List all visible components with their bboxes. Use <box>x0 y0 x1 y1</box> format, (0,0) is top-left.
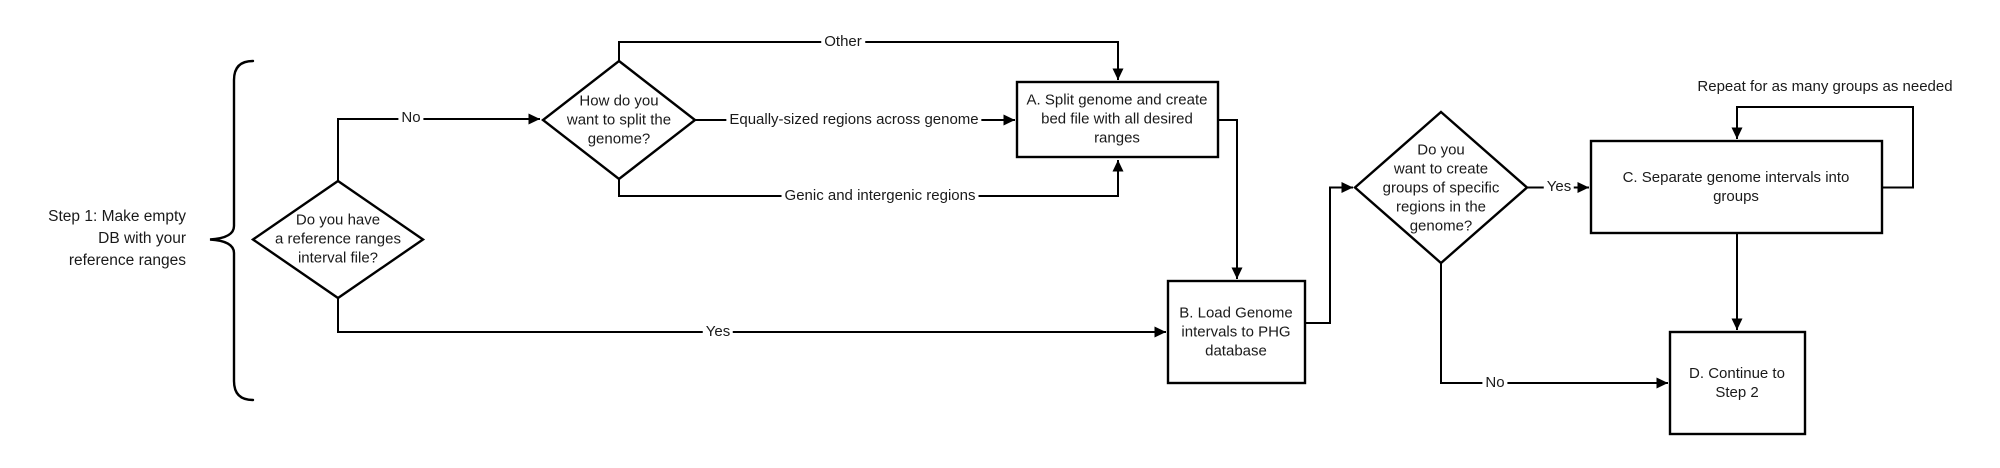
decision-create-groups-label: Do you want to create groups of specific… <box>1382 141 1500 235</box>
edge-label-other: Other <box>821 34 865 50</box>
connector-process-b-to-groups-decision <box>1305 182 1353 324</box>
process-a-shape <box>1015 80 1220 159</box>
connector-no-to-process-d <box>1440 263 1668 389</box>
curly-brace-shape <box>209 59 255 402</box>
decision-interval-file-label: Do you have a reference ranges interval … <box>275 211 401 267</box>
connector-yes-to-process-b <box>337 298 1166 338</box>
connector-other-to-process-a <box>618 41 1124 80</box>
decision-split-genome-shape <box>541 59 697 181</box>
edge-label-no-split: No <box>398 110 424 126</box>
edge-label-genic: Genic and intergenic regions <box>781 188 979 204</box>
connector-repeat-loop <box>1731 106 1914 189</box>
repeat-note-label: Repeat for as many groups as needed <box>1697 78 1953 95</box>
process-b-label: B. Load Genome intervals to PHG database <box>1179 304 1293 360</box>
process-c-label: C. Separate genome intervals into groups <box>1622 169 1850 205</box>
decision-interval-file-shape <box>250 179 426 300</box>
connector-no-to-split-decision <box>337 113 540 181</box>
edge-label-yes-groups: Yes <box>1543 179 1575 195</box>
process-c-shape <box>1589 139 1884 235</box>
process-b-shape <box>1166 279 1307 385</box>
process-d-shape <box>1668 330 1807 436</box>
edge-label-no-continue: No <box>1482 375 1508 391</box>
step1-annotation: Step 1: Make empty DB with your referenc… <box>48 208 186 269</box>
decision-split-genome-label: How do you want to split the genome? <box>566 92 672 148</box>
edge-label-yes-load: Yes <box>702 324 734 340</box>
process-a-label: A. Split genome and create bed file with… <box>1026 91 1208 147</box>
process-d-label: D. Continue to Step 2 <box>1689 365 1785 401</box>
decision-create-groups-shape <box>1353 110 1529 265</box>
connector-process-a-to-process-b <box>1218 119 1243 279</box>
edge-label-equally-sized: Equally-sized regions across genome <box>726 112 982 128</box>
